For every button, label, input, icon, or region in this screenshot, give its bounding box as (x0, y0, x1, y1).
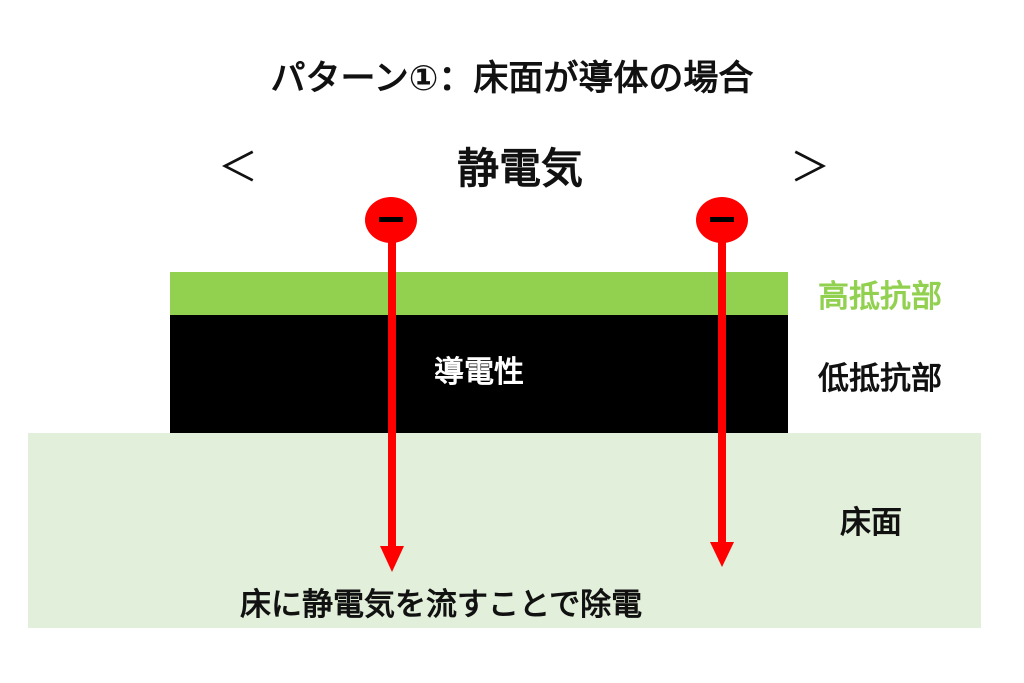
floor-label: 床面 (840, 505, 902, 541)
floor-layer (28, 433, 981, 628)
high-resistance-layer (170, 272, 788, 315)
low-resistance-label: 低抵抗部 (818, 361, 942, 397)
subtitle-static-electricity: 静電気 (456, 144, 583, 193)
caption: 床に静電気を流すことで除電 (240, 587, 643, 623)
low-resistance-layer (170, 315, 788, 433)
high-resistance-label: 高抵抗部 (818, 279, 942, 315)
diagram-title: パターン①：床面が導体の場合 (270, 59, 754, 99)
charge-arrow-right (696, 197, 748, 567)
left-bracket: ＜ (218, 145, 258, 191)
right-bracket: ＞ (790, 145, 830, 191)
charge-arrow-left (365, 197, 417, 572)
conductive-label: 導電性 (434, 355, 524, 390)
